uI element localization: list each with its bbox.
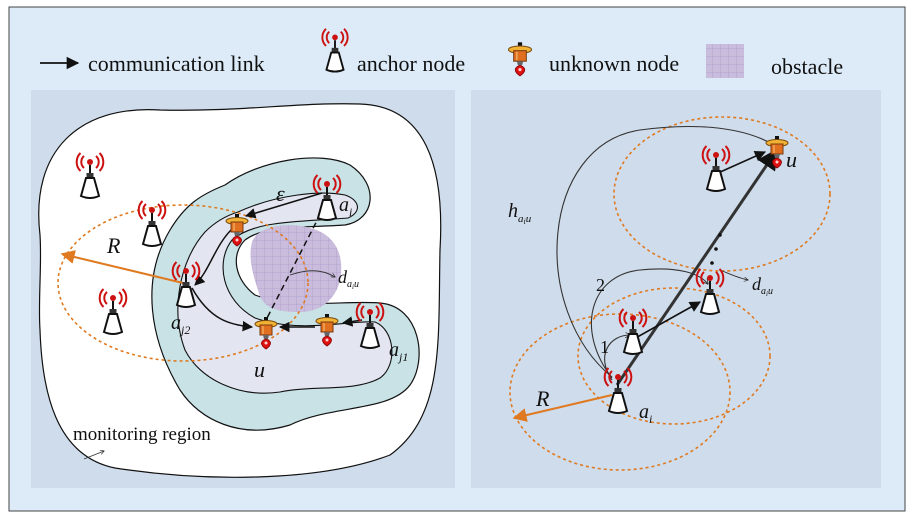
label-d-left: daiu xyxy=(338,267,359,291)
label-R-right: R xyxy=(535,386,550,411)
legend-obstacle-label: obstacle xyxy=(771,54,843,79)
range-circle-left xyxy=(57,204,309,362)
legend: communication link anchor node unknown n… xyxy=(40,27,843,79)
radius-arrow-left xyxy=(60,250,184,284)
region-pointer xyxy=(83,451,104,460)
legend-link-label: communication link xyxy=(88,51,265,76)
label-hop-2: 2 xyxy=(596,275,605,295)
direct-line-ai-u xyxy=(615,148,779,386)
label-ai-left: ai xyxy=(339,194,352,219)
right-panel: R u haiu 2 1 daiu ai xyxy=(471,90,881,488)
arc-2 xyxy=(590,268,708,379)
link-ai-to-uk1 xyxy=(244,192,323,219)
link-to-middle xyxy=(631,301,701,341)
label-aj2: aj2 xyxy=(171,312,190,337)
comm-area-inner xyxy=(177,192,393,394)
label-u-right: u xyxy=(786,147,797,172)
label-monitoring-region: monitoring region xyxy=(73,424,211,445)
arc-1 xyxy=(604,335,630,381)
label-aj1: aj1 xyxy=(389,339,408,364)
legend-unknown-label: unknown node xyxy=(549,51,679,76)
pointer-d-right xyxy=(719,269,748,280)
radius-arrow-right xyxy=(512,394,613,422)
label-d-right: daiu xyxy=(752,274,773,298)
legend-anchor-label: anchor node xyxy=(357,51,465,76)
label-epsilon: ε xyxy=(276,181,285,206)
link-aj2-to-u xyxy=(191,287,254,332)
left-panel: R ε ai aj2 aj1 u daiu monitoring region xyxy=(31,90,455,488)
label-u-left: u xyxy=(254,357,265,382)
obstacle-left xyxy=(250,225,342,312)
dot xyxy=(718,233,722,237)
range-circle-middle xyxy=(577,287,771,425)
right-panel-bg xyxy=(471,90,881,488)
link-to-u-right xyxy=(717,150,767,174)
pointer-d-left xyxy=(289,270,335,277)
link-uk1-to-aj2 xyxy=(194,227,234,286)
dot xyxy=(714,247,718,251)
label-hop-1: 1 xyxy=(600,337,609,357)
label-h: haiu xyxy=(508,200,532,226)
label-R-left: R xyxy=(106,233,121,258)
arc-h xyxy=(556,126,774,378)
label-ai-right: ai xyxy=(639,401,652,426)
dot xyxy=(710,261,714,265)
dashed-distance-left xyxy=(264,204,326,323)
legend-obstacle-swatch xyxy=(706,44,744,78)
